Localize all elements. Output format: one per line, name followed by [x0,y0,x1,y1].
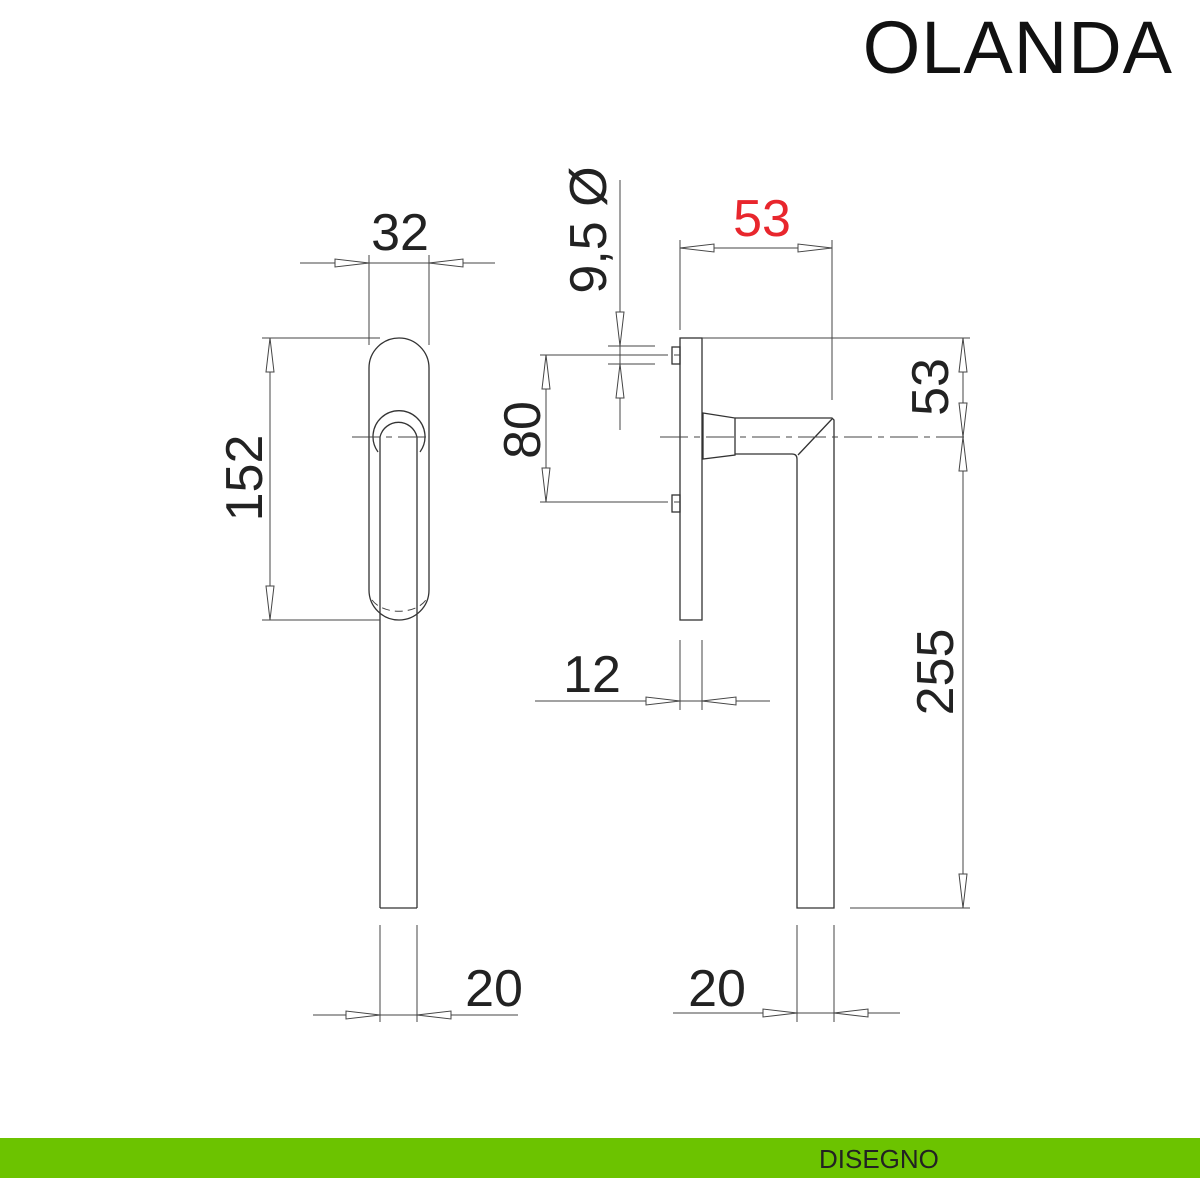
dimension-arrow-icon [541,354,551,390]
dimension-arrow-icon [615,311,625,347]
product-title: OLANDA [862,6,1173,89]
dimension-arrow-icon [958,873,968,909]
backplate [679,337,703,621]
dimension-arrow-icon [958,402,968,438]
dimension-arrow-icon [265,585,275,621]
dimension-arrow-icon [265,337,275,373]
dim-label-20-front: 20 [465,960,523,1018]
rosette-side [702,412,736,460]
dimension-arrow-icon [833,1008,869,1018]
dimension-lines [262,180,970,1022]
dim-label-255: 255 [907,629,965,716]
dimension-arrow-icon [345,1010,381,1020]
dimension-arrow-icon [958,436,968,472]
footer-bar: DISEGNO [0,1138,1200,1178]
dimension-arrow-icon [416,1010,452,1020]
dim-label-53-projection: 53 [733,190,791,248]
dim-label-53-offset: 53 [902,358,960,416]
dimension-arrow-icon [762,1008,798,1018]
dimension-arrow-icon [958,337,968,373]
dimension-arrow-icon [615,363,625,399]
handle-outline [735,417,835,909]
dim-label-32: 32 [371,204,429,262]
dimension-arrow-icon [645,696,681,706]
dimension-arrow-icon [701,696,737,706]
dimension-arrow-icon [797,243,833,253]
side-view [640,337,970,909]
footer-label: DISEGNO [819,1144,939,1174]
dimension-arrow-icon [679,243,715,253]
dim-label-80: 80 [494,401,552,459]
dimension-arrow-icon [428,258,464,268]
escutcheon-outline [368,337,430,621]
dim-label-20-side: 20 [688,960,746,1018]
dimension-arrow-icon [334,258,370,268]
dim-label-152: 152 [216,435,274,522]
hidden-edge [371,599,427,612]
dim-label-12: 12 [563,646,621,704]
front-view [352,337,430,909]
rosette-inner [379,421,418,438]
screw-bottom [671,494,681,513]
dim-label-9-5-diameter: 9,5 Ø [560,166,618,293]
dimension-arrow-icon [541,467,551,503]
